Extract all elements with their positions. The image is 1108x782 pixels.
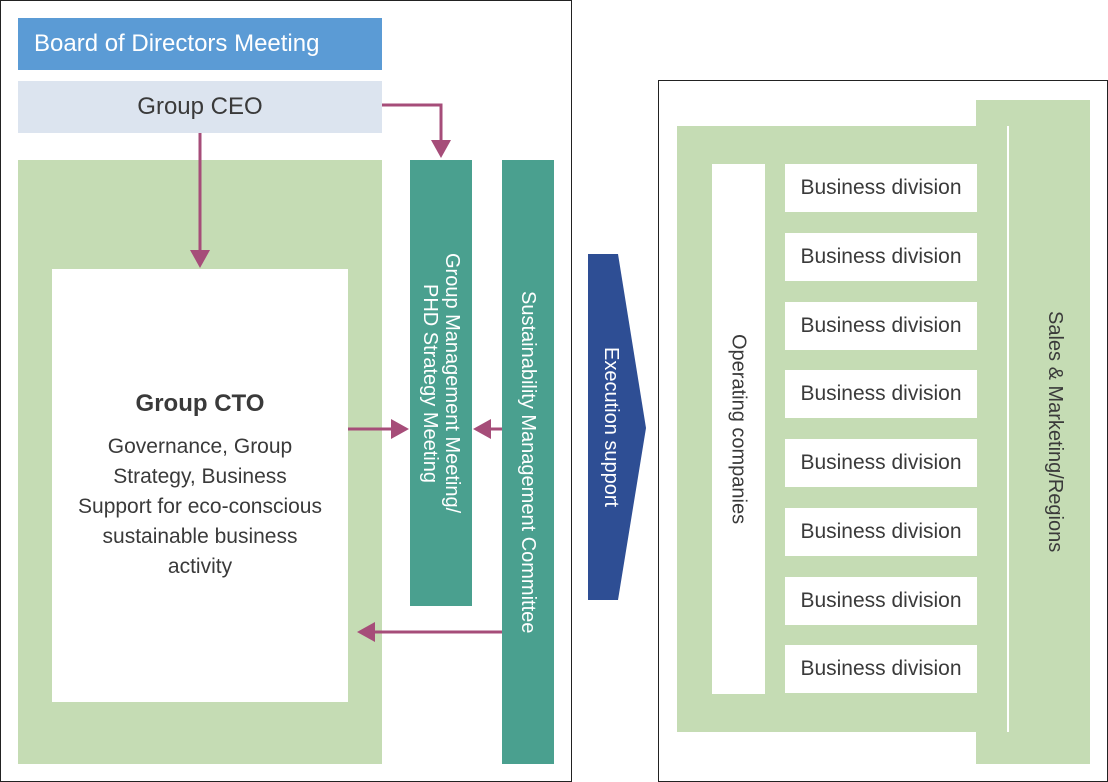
sales-marketing-regions-label: Sales & Marketing/Regions: [1044, 311, 1066, 553]
business-division-box: Business division: [785, 439, 977, 487]
business-division-box: Business division: [785, 577, 977, 625]
business-division-box: Business division: [785, 370, 977, 418]
group-ceo-label: Group CEO: [137, 93, 263, 120]
ceo-to-gm-meeting-arrowhead: [431, 140, 451, 158]
group-management-meeting-bar: Group Management Meeting/ PHD Strategy M…: [410, 160, 472, 606]
business-division-label: Business division: [800, 589, 962, 612]
operating-companies-box: Operating companies: [712, 164, 765, 694]
group-management-meeting-label: Group Management Meeting/ PHD Strategy M…: [419, 252, 463, 514]
business-division-label: Business division: [800, 245, 962, 268]
business-division-box: Business division: [785, 233, 977, 281]
business-division-box: Business division: [785, 645, 977, 693]
business-division-label: Business division: [800, 451, 962, 474]
board-of-directors-box: Board of Directors Meeting: [18, 18, 382, 70]
group-cto-title: Group CTO: [135, 389, 265, 417]
ceo-to-gm-meeting-arrow-line: [382, 103, 443, 142]
group-ceo-box: Group CEO: [18, 81, 382, 133]
business-division-box: Business division: [785, 508, 977, 556]
execution-support-arrow: [588, 254, 646, 600]
business-division-box: Business division: [785, 302, 977, 350]
execution-support-label: Execution support: [600, 346, 622, 508]
group-cto-description: Governance, Group Strategy, Business Sup…: [78, 434, 322, 578]
board-of-directors-label: Board of Directors Meeting: [34, 30, 320, 57]
business-division-box: Business division: [785, 164, 977, 212]
sustainability-committee-label: Sustainability Management Committee: [517, 290, 539, 634]
business-division-label: Business division: [800, 382, 962, 405]
group-cto-box: Group CTO Governance, Group Strategy, Bu…: [52, 269, 348, 702]
operating-companies-label: Operating companies: [727, 333, 750, 525]
sustainability-to-gm-meeting-arrowhead: [473, 419, 491, 439]
sustainability-to-cto-arrowhead: [357, 622, 375, 642]
business-division-label: Business division: [800, 520, 962, 543]
business-division-label: Business division: [800, 314, 962, 337]
cto-to-gm-meeting-arrowhead: [391, 419, 409, 439]
business-division-label: Business division: [800, 176, 962, 199]
ceo-to-cto-arrowhead: [190, 250, 210, 268]
sustainability-committee-bar: Sustainability Management Committee: [502, 160, 554, 764]
business-division-label: Business division: [800, 657, 962, 680]
execution-support-label-wrap: Execution support: [588, 254, 634, 600]
